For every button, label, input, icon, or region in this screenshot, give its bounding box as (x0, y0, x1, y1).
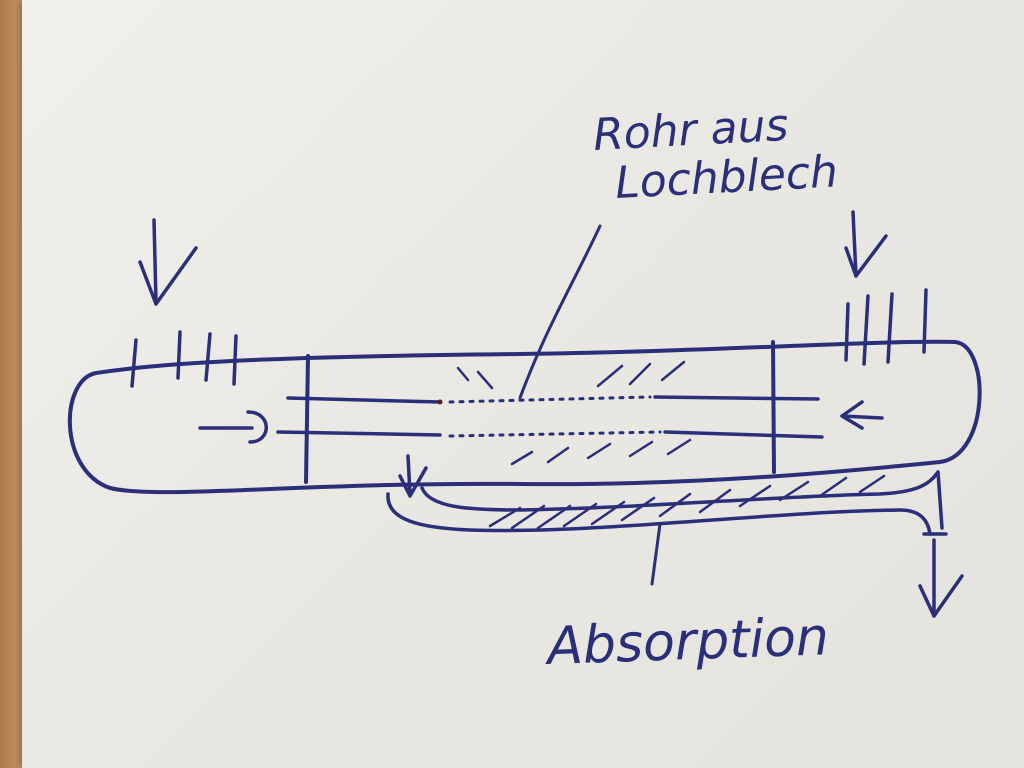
paper-sheet (22, 0, 1024, 768)
right-inlet-slots (844, 288, 928, 366)
label-absorption: Absorption (543, 607, 829, 677)
tube-upper-perforated (448, 395, 652, 404)
absorption-hatching (488, 474, 886, 530)
outer-housing-outline (68, 339, 982, 495)
tube-hole-dot (437, 399, 443, 405)
right-flow-arrow (840, 400, 884, 430)
channel-inlet-arrow (398, 454, 428, 498)
label-lochblech: Lochblech (614, 146, 839, 209)
absorption-label-leader-line (650, 522, 662, 586)
left-inlet-slots (130, 330, 238, 388)
absorption-channel-outer (386, 492, 932, 536)
tube-label-leader-line (518, 224, 602, 400)
left-partition-wall (304, 354, 310, 484)
perforated-tube (276, 395, 824, 439)
label-rohr-aus: Rohr aus (592, 100, 790, 161)
tube-lower-perforated (448, 430, 662, 438)
perforation-hatching (456, 360, 692, 466)
left-flow-arrow (198, 410, 268, 444)
top-left-inflow-arrow (138, 218, 198, 306)
top-right-inflow-arrow (844, 210, 888, 278)
tube-lower-solid-right (663, 430, 824, 439)
tube-lower-solid-left (276, 430, 442, 437)
absorption-channel-inner (420, 470, 944, 530)
right-partition-wall (771, 340, 776, 474)
tube-upper-solid-left (286, 396, 442, 404)
outlet-down-arrow (918, 538, 964, 618)
tube-upper-solid-right (653, 395, 820, 401)
